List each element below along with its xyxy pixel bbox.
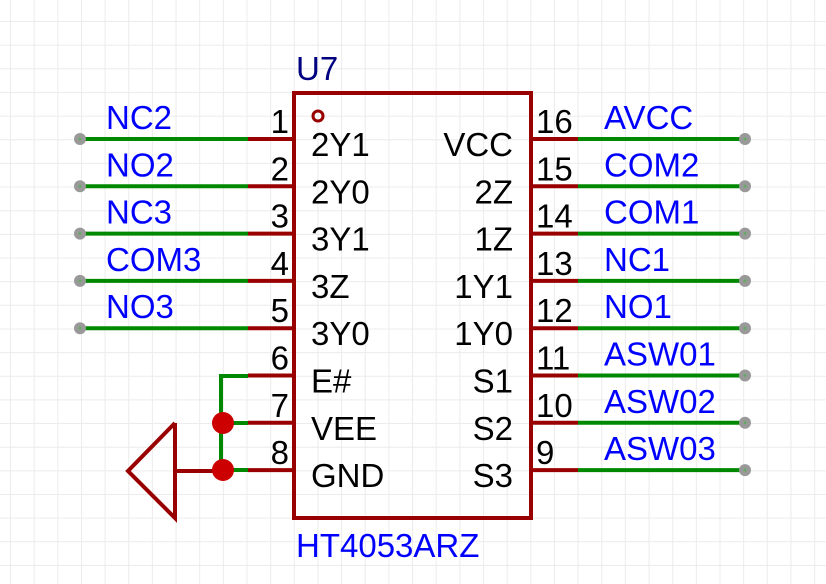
pin-number: 13 (536, 245, 573, 282)
net-label[interactable]: NC1 (604, 241, 670, 278)
net-label[interactable]: COM2 (604, 146, 699, 183)
pin-number: 3 (271, 198, 289, 235)
wire-end-center (743, 468, 747, 472)
pin-name: 2Y1 (311, 126, 370, 163)
pin-3[interactable]: 3 3Y1 NC3 (74, 194, 370, 258)
wire-end-center (743, 421, 747, 425)
wire-end-center (743, 137, 747, 141)
net-label[interactable]: ASW02 (604, 383, 716, 420)
wire-end-center (743, 279, 747, 283)
net-label[interactable]: NC3 (106, 194, 172, 231)
wire-end-center (743, 326, 747, 330)
net-label[interactable]: ASW03 (604, 430, 716, 467)
pin-number: 10 (536, 387, 573, 424)
pin-number: 7 (271, 387, 289, 424)
pin-12[interactable]: 12 1Y0 NO1 (454, 288, 751, 352)
pin-name: VCC (443, 126, 513, 163)
pin-13[interactable]: 13 1Y1 NC1 (454, 241, 751, 305)
pin-number: 8 (271, 434, 289, 471)
pin-number: 15 (536, 150, 573, 187)
pin-name: 3Y0 (311, 315, 370, 352)
pin-number: 16 (536, 103, 573, 140)
wire-end-center (78, 137, 82, 141)
pin-number: 5 (271, 292, 289, 329)
pin-name: 2Y0 (311, 173, 370, 210)
pin-name: VEE (311, 410, 377, 447)
pin-name: S2 (473, 410, 513, 447)
pin-name: 1Z (474, 221, 513, 258)
enable-to-ground-wire[interactable] (219, 374, 248, 470)
pin-name: 2Z (474, 173, 513, 210)
wire-end-center (743, 232, 747, 236)
pin-number: 2 (271, 150, 289, 187)
pin-number: 14 (536, 198, 573, 235)
net-label[interactable]: NC2 (106, 99, 172, 136)
pin-name: S3 (473, 457, 513, 494)
net-label[interactable]: NO1 (604, 288, 672, 325)
net-label[interactable]: COM1 (604, 194, 699, 231)
pin-14[interactable]: 14 1Z COM1 (474, 194, 751, 258)
pin-number: 9 (536, 434, 554, 471)
left-pin-group: 12Y1NC222Y0NO233Y1NC343ZCOM353Y0NO36E#7V… (74, 99, 384, 494)
pin-number: 11 (536, 340, 570, 377)
pin-4[interactable]: 4 3Z COM3 (74, 241, 350, 305)
net-label[interactable]: NO3 (106, 288, 174, 325)
wire-end-center (78, 326, 82, 330)
pin-number: 4 (271, 245, 289, 282)
component-body[interactable] (292, 91, 533, 520)
pin-15[interactable]: 15 2Z COM2 (474, 146, 751, 210)
pin-1-indicator-icon (311, 109, 325, 123)
wire-end-center (78, 184, 82, 188)
pin-name: 1Y0 (454, 315, 513, 352)
pin-number: 1 (271, 103, 289, 140)
net-label[interactable]: NO2 (106, 146, 174, 183)
pin-9[interactable]: 9S3 ASW03 (473, 430, 751, 494)
pin-5[interactable]: 5 3Y0 NO3 (74, 288, 370, 352)
pin-number: 6 (271, 340, 289, 377)
pin-name: 1Y1 (454, 268, 513, 305)
net-label[interactable]: COM3 (106, 241, 201, 278)
component-designator[interactable]: U7 (296, 50, 338, 87)
pin-number: 12 (536, 292, 573, 329)
wire-end-center (743, 184, 747, 188)
pin-name: 3Y1 (311, 221, 370, 258)
net-label[interactable]: AVCC (604, 99, 693, 136)
pin-name: S1 (473, 363, 513, 400)
wire-end-center (78, 279, 82, 283)
wire-end-center (78, 232, 82, 236)
pin-name: E# (311, 363, 352, 400)
pin-6[interactable]: 6E# (248, 340, 352, 400)
pin-name: GND (311, 457, 384, 494)
pin-1[interactable]: 1 2Y1 NC2 (74, 99, 370, 163)
junction-dot-gnd (212, 459, 234, 481)
junction-dot-vee (212, 412, 234, 434)
component-part-number[interactable]: HT4053ARZ (296, 527, 479, 564)
pin-2[interactable]: 2 2Y0 NO2 (74, 146, 370, 210)
wire-end-center (743, 374, 747, 377)
pin-name: 3Z (311, 268, 350, 305)
net-label[interactable]: ASW01 (604, 336, 716, 373)
